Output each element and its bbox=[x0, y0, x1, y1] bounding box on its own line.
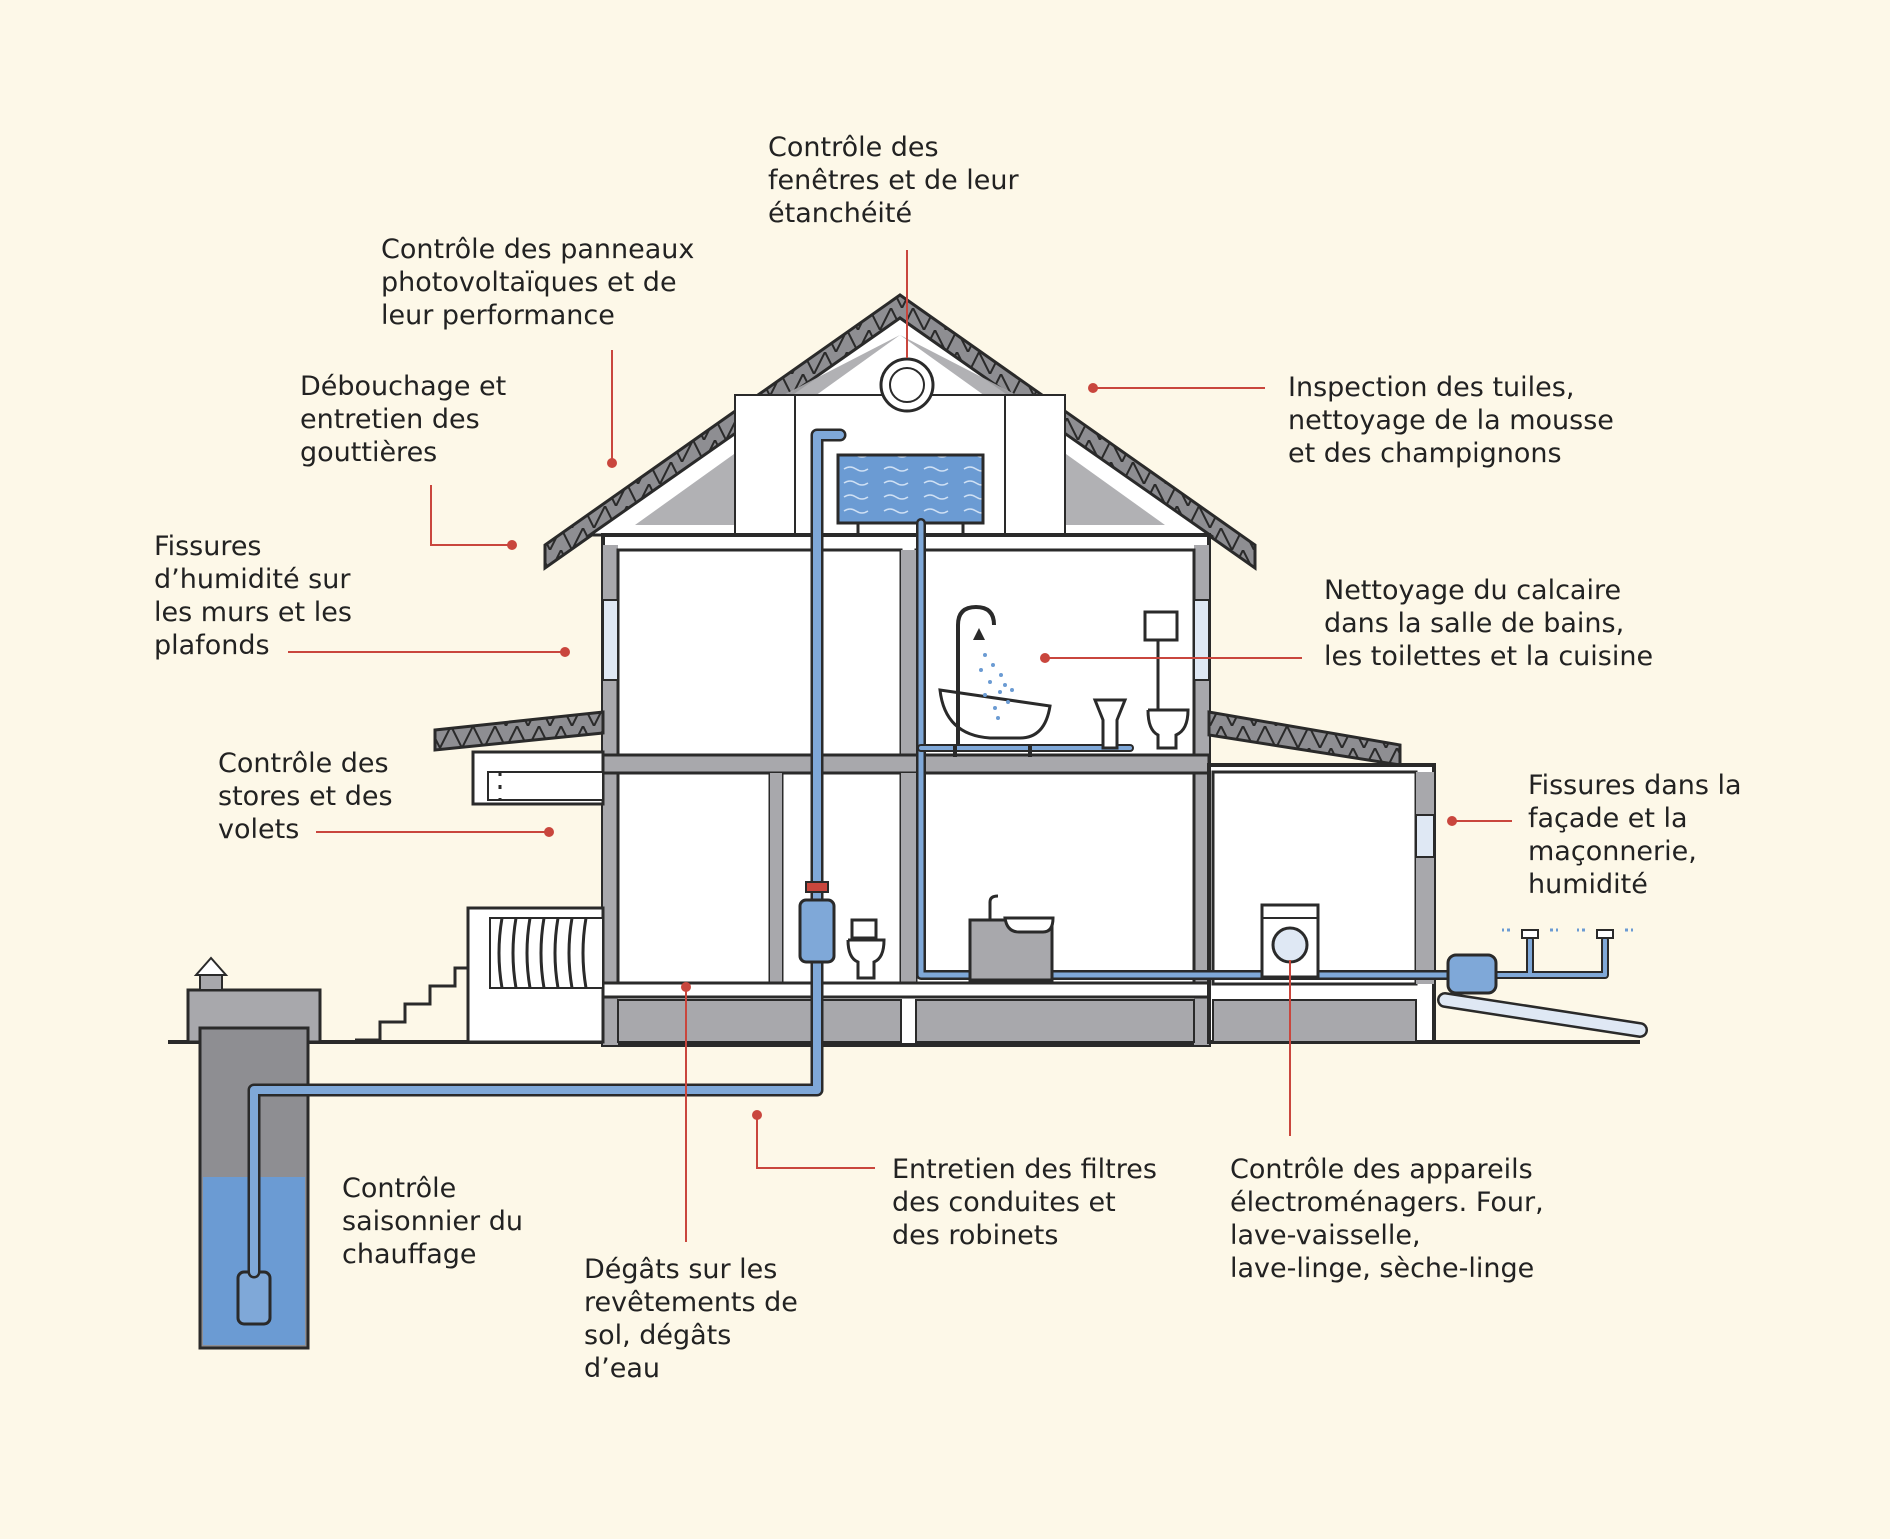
attic-round-window bbox=[879, 357, 935, 413]
leader-lines bbox=[288, 250, 1512, 1242]
label-facade-cracks: Fissures dans la façade et la maçonnerie… bbox=[1528, 770, 1742, 900]
label-floor-water-damage: Dégâts sur les revêtements de sol, dégât… bbox=[584, 1254, 798, 1384]
well-pump bbox=[236, 1270, 272, 1326]
water-filter bbox=[798, 898, 836, 964]
label-roof-tiles: Inspection des tuiles, nettoyage de la m… bbox=[1288, 372, 1614, 469]
label-solar-panels: Contrôle des panneaux photovoltaïques et… bbox=[381, 234, 695, 331]
main-water-tank bbox=[1446, 953, 1498, 995]
label-filters: Entretien des filtres des conduites et d… bbox=[892, 1154, 1157, 1251]
label-limescale: Nettoyage du calcaire dans la salle de b… bbox=[1324, 575, 1654, 672]
main-roof bbox=[543, 293, 1257, 571]
label-humidity-walls: Fissures d’humidité sur les murs et les … bbox=[154, 531, 352, 661]
water-well bbox=[186, 956, 322, 1350]
label-windows: Contrôle des fenêtres et de leur étanché… bbox=[768, 132, 1019, 229]
lower-fixtures bbox=[846, 894, 1055, 982]
garden-sprinklers bbox=[1502, 928, 1633, 939]
right-extension bbox=[1207, 710, 1436, 1044]
attic-water-tank bbox=[836, 453, 985, 535]
label-appliances: Contrôle des appareils électroménagers. … bbox=[1230, 1154, 1544, 1284]
label-heating-check: Contrôle saisonnier du chauffage bbox=[342, 1173, 523, 1270]
label-gutters: Débouchage et entretien des gouttières bbox=[300, 371, 507, 468]
leader-dots bbox=[507, 383, 1457, 1120]
left-balconies bbox=[355, 710, 605, 1044]
bathroom-fixtures bbox=[938, 604, 1190, 757]
label-blinds-shutters: Contrôle des stores et des volets bbox=[218, 748, 393, 845]
house-walls bbox=[601, 533, 1211, 1047]
